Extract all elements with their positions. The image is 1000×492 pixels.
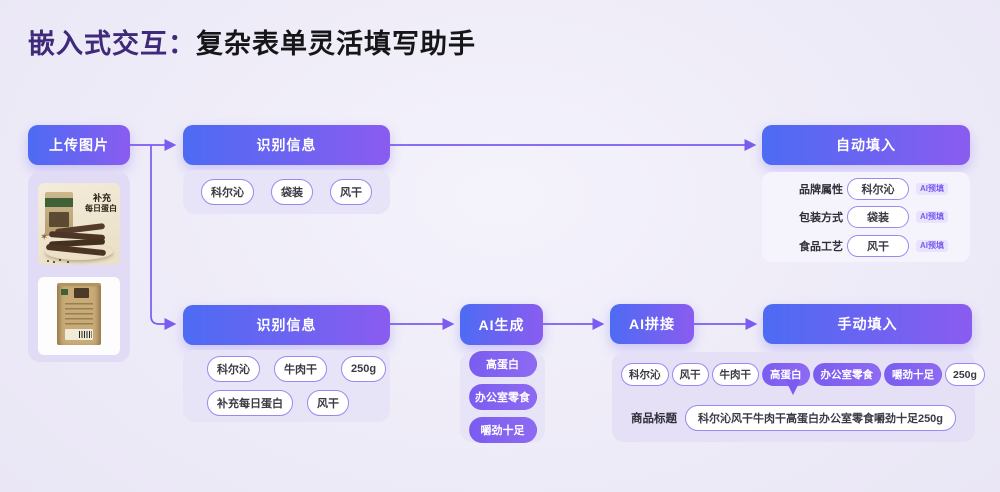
recognized-tag-pill: 250g [341, 356, 387, 382]
form-field-row: 包装方式 袋装 AI预填 [762, 205, 970, 229]
merged-tag-pill: 嚼劲十足 [884, 363, 942, 386]
photo-caption-line2: 每日蛋白 [85, 204, 117, 213]
title-highlight: 嵌入式交互： [28, 29, 196, 59]
recognize-info-bottom-button[interactable]: 识别信息 [183, 305, 390, 345]
arrow-upload-to-recognize-bottom [150, 145, 177, 330]
upload-image-button[interactable]: 上传图片 [28, 125, 130, 165]
bag-title-graphic [74, 288, 89, 298]
recognized-tag-pill: 风干 [330, 179, 372, 205]
form-field-row: 食品工艺 风干 AI预填 [762, 234, 970, 258]
field-label: 品牌属性 [799, 183, 843, 196]
product-title-value-pill[interactable]: 科尔沁风干牛肉干高蛋白办公室零食嚼劲十足250g [684, 405, 957, 431]
jerky-sticks-graphic [45, 222, 107, 257]
bag-logo-graphic [61, 289, 68, 295]
recognized-tag-pill: 科尔沁 [207, 356, 260, 382]
recognized-tag-pill: 袋装 [271, 179, 313, 205]
merged-tag-pill: 高蛋白 [762, 363, 810, 386]
ai-generated-tags-card: 高蛋白办公室零食嚼劲十足 [460, 351, 545, 443]
recognized-tags-top-card: 科尔沁袋装风干 [183, 170, 390, 214]
result-row: 商品标题 科尔沁风干牛肉干高蛋白办公室零食嚼劲十足250g [612, 405, 975, 431]
merged-tag-pill: 牛肉干 [711, 363, 759, 386]
recognize-info-top-button[interactable]: 识别信息 [183, 125, 390, 165]
ai-prefill-badge: AI预填 [916, 239, 948, 252]
field-value-pill[interactable]: 风干 [847, 234, 909, 257]
product-title-label: 商品标题 [630, 413, 677, 425]
star-anise-graphic: ✶ [40, 232, 49, 243]
field-label: 食品工艺 [799, 240, 843, 253]
barcode-graphic [79, 331, 92, 338]
auto-fill-form-card: 品牌属性 科尔沁 AI预填 包装方式 袋装 AI预填 食品工艺 风干 AI预填 [762, 172, 970, 262]
product-photo-package-back [38, 277, 120, 355]
form-field-row: 品牌属性 科尔沁 AI预填 [762, 177, 970, 201]
product-photo-jerky-front: 补充 每日蛋白 ✶ [38, 183, 120, 265]
merged-tag-pill: 250g [945, 363, 985, 386]
recognized-tags-bottom-card: 科尔沁牛肉干 250g 补充每日蛋白风干 [183, 350, 390, 422]
ai-splice-button[interactable]: AI拼接 [610, 304, 694, 344]
kraft-bag-graphic [57, 283, 101, 345]
manual-fill-button[interactable]: 手动填入 [763, 304, 972, 344]
field-value-pill[interactable]: 袋装 [847, 206, 909, 228]
tag-row-1: 科尔沁牛肉干 250g [207, 356, 390, 382]
recognized-tag-pill: 补充每日蛋白 [207, 390, 293, 416]
peppercorn-dots-graphic [47, 260, 49, 262]
recognized-tag-pill: 风干 [307, 390, 349, 416]
bag-text-lines-graphic [65, 303, 93, 326]
ai-generate-button[interactable]: AI生成 [460, 304, 543, 345]
merged-tag-pill: 风干 [671, 363, 709, 386]
title-rest: 复杂表单灵活填写助手 [196, 29, 476, 59]
merged-tag-pill: 办公室零食 [812, 363, 881, 386]
recognized-tag-pill: 科尔沁 [201, 179, 254, 205]
photo-caption-line1: 补充 [92, 193, 111, 203]
page-title: 嵌入式交互：复杂表单灵活填写助手 [28, 22, 476, 61]
generated-tag-pill: 高蛋白 [468, 351, 537, 377]
merged-tag-pill: 科尔沁 [621, 363, 669, 386]
ai-prefill-badge: AI预填 [916, 211, 948, 223]
recognized-tag-pill: 牛肉干 [274, 356, 327, 382]
field-value-pill[interactable]: 科尔沁 [847, 177, 909, 200]
generated-tag-pill: 嚼劲十足 [468, 417, 537, 443]
generated-tag-pill: 办公室零食 [468, 384, 537, 410]
tag-row-2: 补充每日蛋白风干 [207, 390, 390, 416]
auto-fill-button[interactable]: 自动填入 [762, 125, 970, 165]
ai-prefill-badge: AI预填 [916, 182, 948, 195]
product-gallery-card: 补充 每日蛋白 ✶ [28, 172, 130, 362]
field-label: 包装方式 [799, 212, 843, 224]
